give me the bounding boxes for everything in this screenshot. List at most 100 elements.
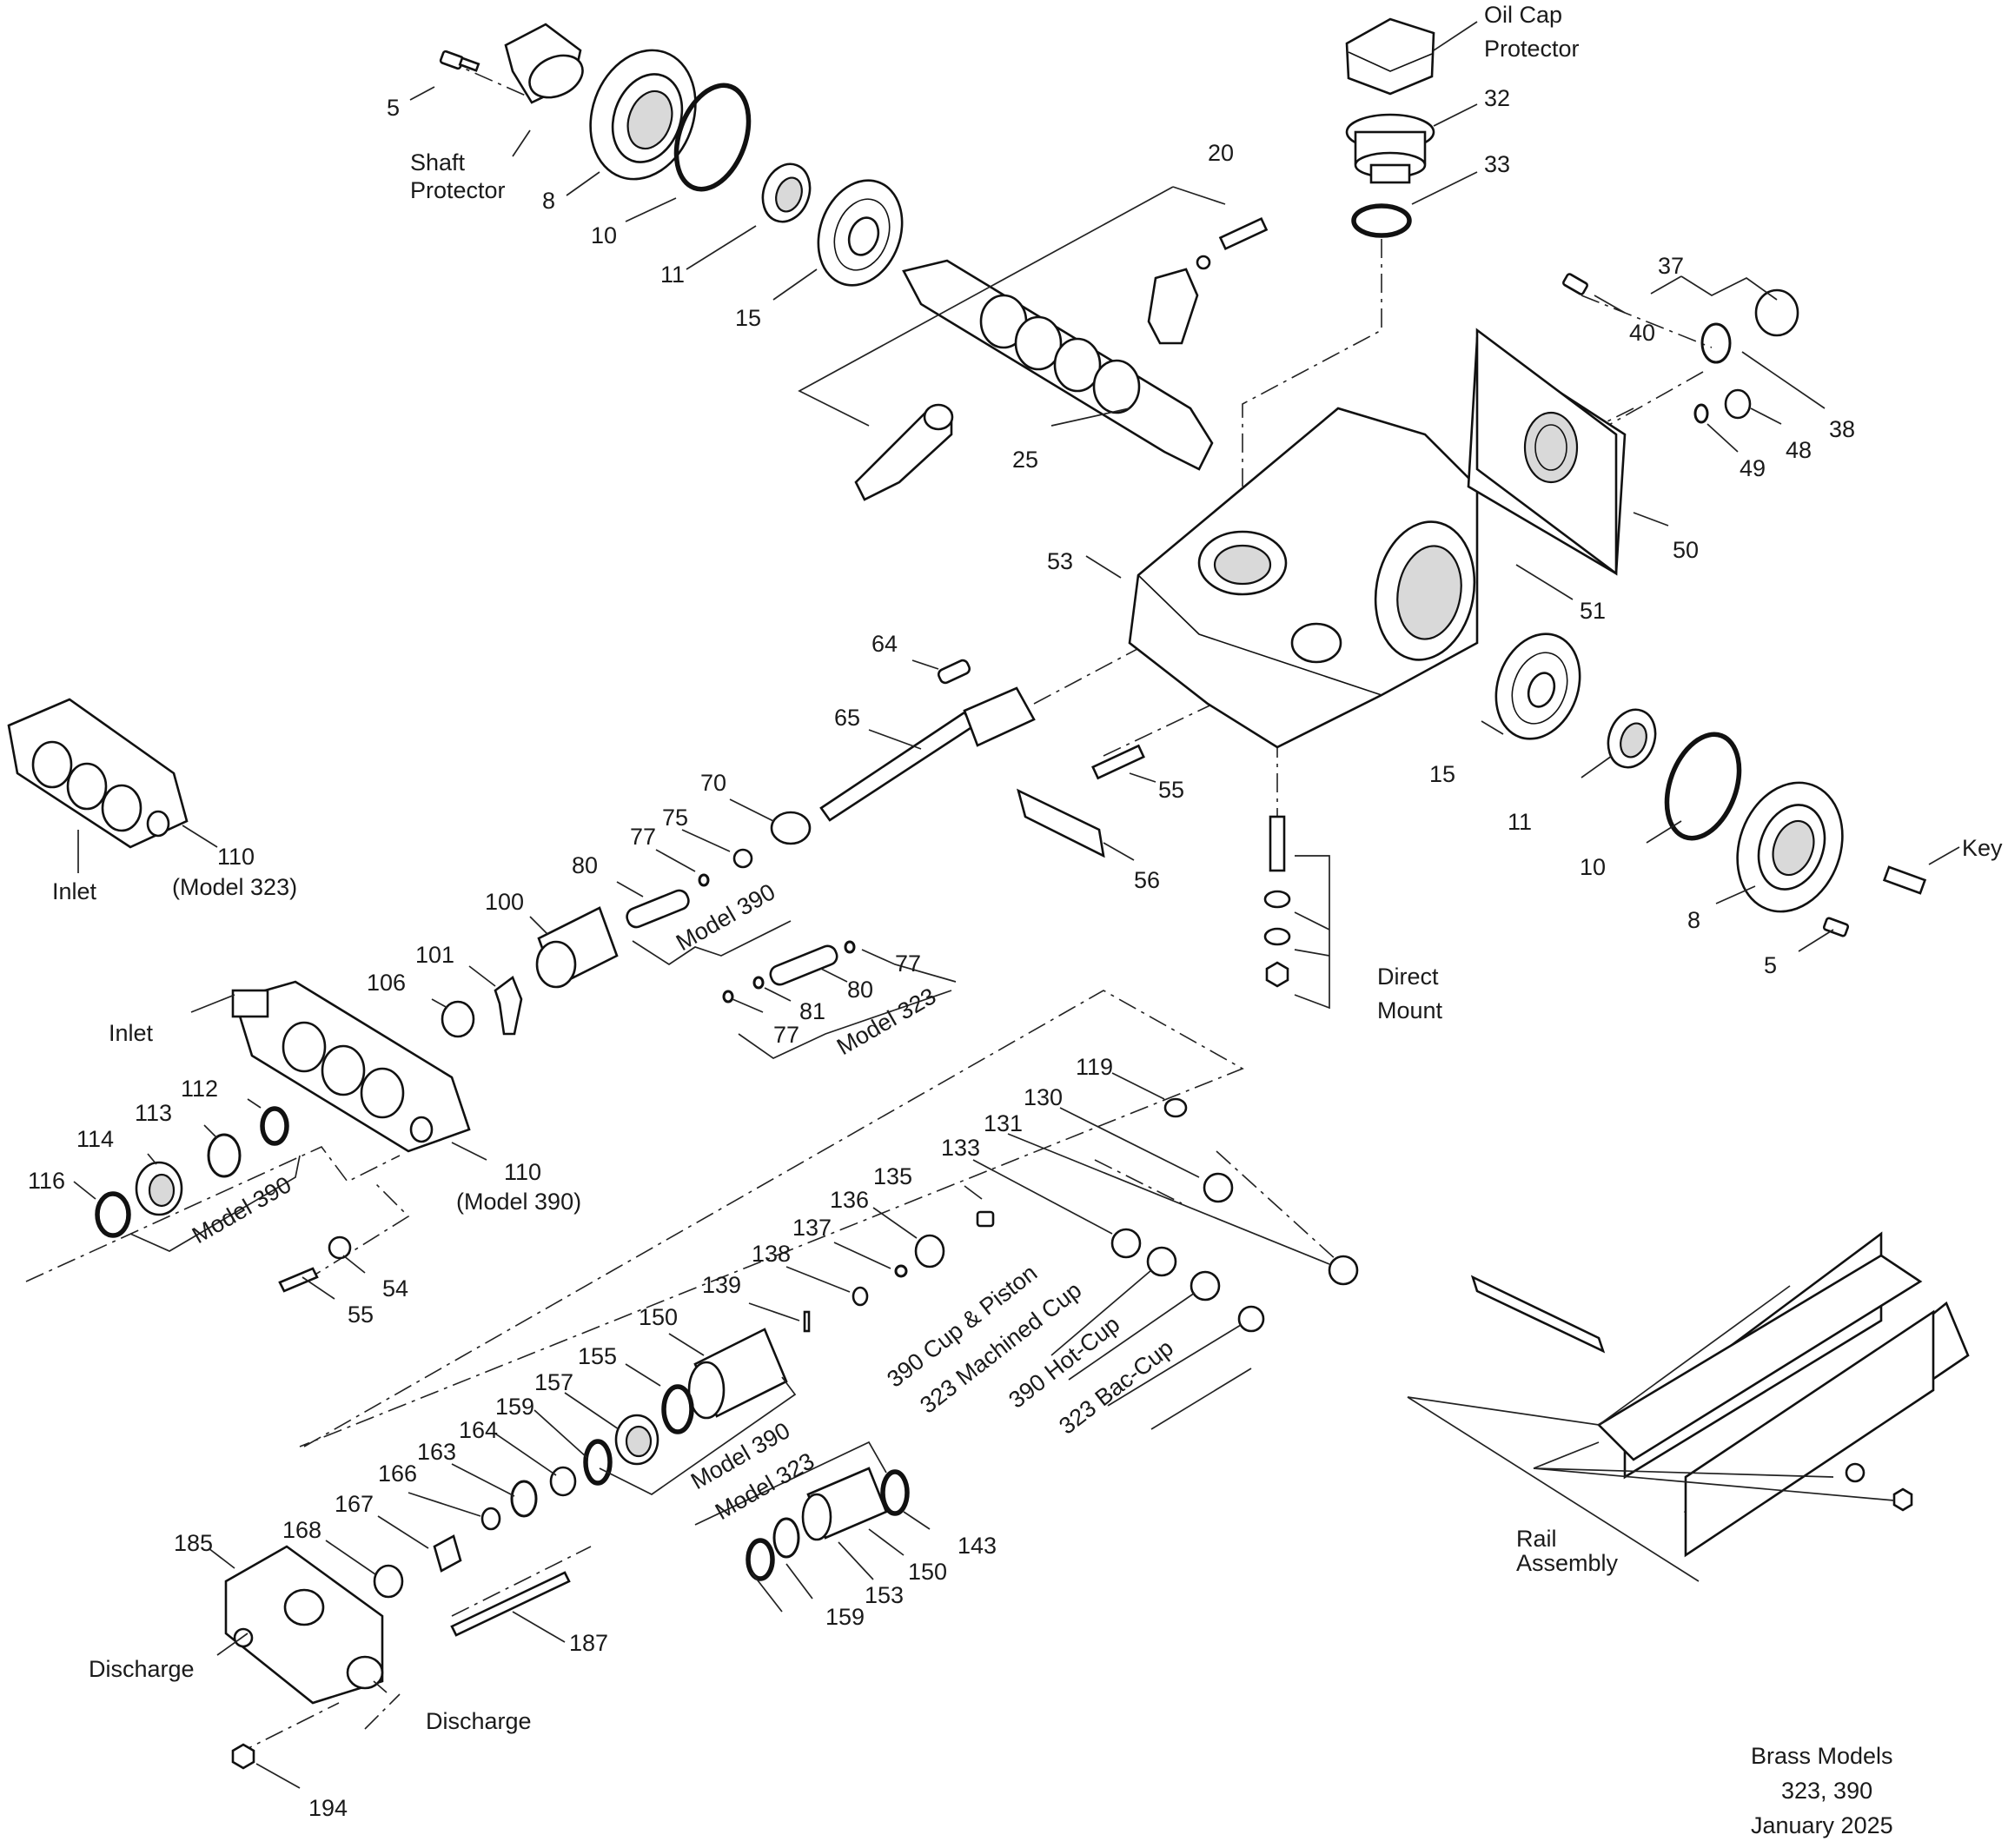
label-167: 167	[335, 1491, 374, 1517]
washer-70	[770, 811, 812, 845]
o-ring-10-top	[673, 83, 752, 192]
cup-323-machined	[1190, 1270, 1221, 1302]
washer-38	[1700, 322, 1732, 364]
label-138: 138	[752, 1241, 791, 1267]
label-110-b: 110	[504, 1159, 541, 1185]
oil-seal-11-right	[1607, 708, 1657, 769]
label-80-a: 80	[572, 852, 598, 878]
label-77-b: 77	[895, 950, 921, 977]
label-model-numbers: 323, 390	[1781, 1778, 1872, 1804]
cylinder-150-model-390	[687, 1328, 788, 1420]
label-date: January 2025	[1751, 1812, 1893, 1838]
label-5-right: 5	[1764, 952, 1777, 978]
label-77-c: 77	[773, 1022, 799, 1048]
label-116: 116	[28, 1168, 65, 1194]
label-brass-models: Brass Models	[1751, 1743, 1893, 1769]
label-168: 168	[282, 1517, 321, 1543]
cup-130	[1203, 1172, 1234, 1203]
screw-5-right	[1822, 917, 1850, 937]
label-65: 65	[834, 705, 860, 731]
oil-cap-32	[1345, 113, 1435, 184]
label-5-top: 5	[387, 95, 400, 121]
label-153: 153	[865, 1582, 904, 1608]
o-ring-143	[880, 1469, 910, 1516]
o-ring-153	[772, 1517, 800, 1559]
label-25: 25	[1012, 447, 1038, 473]
label-70: 70	[700, 770, 726, 796]
label-130: 130	[1024, 1084, 1063, 1110]
manifold-110-model-390	[231, 980, 471, 1153]
label-51: 51	[1580, 598, 1606, 624]
stud-187	[450, 1571, 571, 1637]
label-164: 164	[459, 1417, 498, 1443]
o-ring-77c	[722, 990, 734, 1003]
crankshaft-25	[902, 259, 1214, 471]
label-56: 56	[1134, 867, 1160, 893]
spring-167	[433, 1534, 462, 1573]
direct-mount-hardware	[1263, 815, 1291, 988]
spacer-135	[976, 1210, 995, 1228]
label-55-top: 55	[1158, 777, 1184, 803]
label-81: 81	[799, 998, 825, 1024]
label-112: 112	[181, 1076, 218, 1102]
label-inlet-b: Inlet	[109, 1020, 154, 1046]
label-11-top: 11	[660, 262, 685, 288]
key	[1882, 865, 1927, 895]
label-150-a: 150	[639, 1304, 678, 1330]
label-shaft-protector-2: Protector	[410, 177, 506, 203]
label-key: Key	[1962, 835, 2003, 861]
sleeve-80a	[626, 889, 690, 929]
label-139: 139	[702, 1272, 741, 1298]
label-185: 185	[174, 1530, 213, 1556]
label-53: 53	[1047, 548, 1073, 574]
washer-166	[480, 1507, 501, 1531]
screw-40	[1562, 273, 1588, 295]
o-ring-113	[207, 1133, 242, 1178]
label-113: 113	[135, 1100, 172, 1126]
label-163: 163	[417, 1439, 456, 1465]
cup-390-piston	[1146, 1246, 1177, 1277]
label-54: 54	[382, 1275, 408, 1302]
bearing-15-top	[817, 179, 904, 287]
cup-131	[1328, 1255, 1359, 1286]
o-ring-81	[752, 976, 765, 990]
washer-119	[1163, 1097, 1188, 1118]
crankcase-53	[1128, 407, 1479, 749]
screw-5-top	[439, 50, 480, 72]
label-101: 101	[415, 942, 454, 968]
label-157: 157	[534, 1369, 573, 1395]
label-38: 38	[1829, 416, 1855, 442]
o-ring-159a	[583, 1439, 613, 1486]
connecting-rod-20	[854, 216, 1269, 501]
o-ring-137	[894, 1264, 908, 1278]
label-8-right: 8	[1687, 907, 1700, 933]
label-oil-cap: Oil Cap	[1484, 2, 1562, 28]
label-model-390-a: Model 390	[672, 878, 779, 956]
label-model-390-paren: (Model 390)	[456, 1189, 581, 1215]
label-159-a: 159	[495, 1394, 534, 1420]
label-133: 133	[941, 1135, 980, 1161]
label-11-right: 11	[1508, 809, 1532, 835]
label-135: 135	[873, 1163, 912, 1189]
label-20: 20	[1208, 140, 1234, 166]
stud-55-top	[1091, 744, 1145, 780]
label-40: 40	[1629, 320, 1655, 346]
label-143: 143	[958, 1533, 997, 1559]
label-75: 75	[662, 805, 688, 831]
seat-168	[373, 1564, 404, 1599]
label-direct-mount-2: Mount	[1377, 997, 1443, 1023]
parts	[7, 17, 1970, 1770]
seat-164	[549, 1466, 577, 1497]
o-ring-33	[1351, 203, 1412, 238]
retainer-100	[535, 906, 619, 989]
label-50: 50	[1673, 537, 1699, 563]
label-55-bottom: 55	[348, 1302, 374, 1328]
clip-101	[494, 975, 523, 1036]
shaft-protector	[504, 23, 584, 104]
discharge-manifold-185	[224, 1545, 384, 1705]
label-110-a: 110	[217, 844, 255, 870]
label-direct-mount: Direct	[1377, 964, 1439, 990]
bearing-cover-8-top	[589, 49, 697, 181]
valve-136	[914, 1234, 945, 1268]
